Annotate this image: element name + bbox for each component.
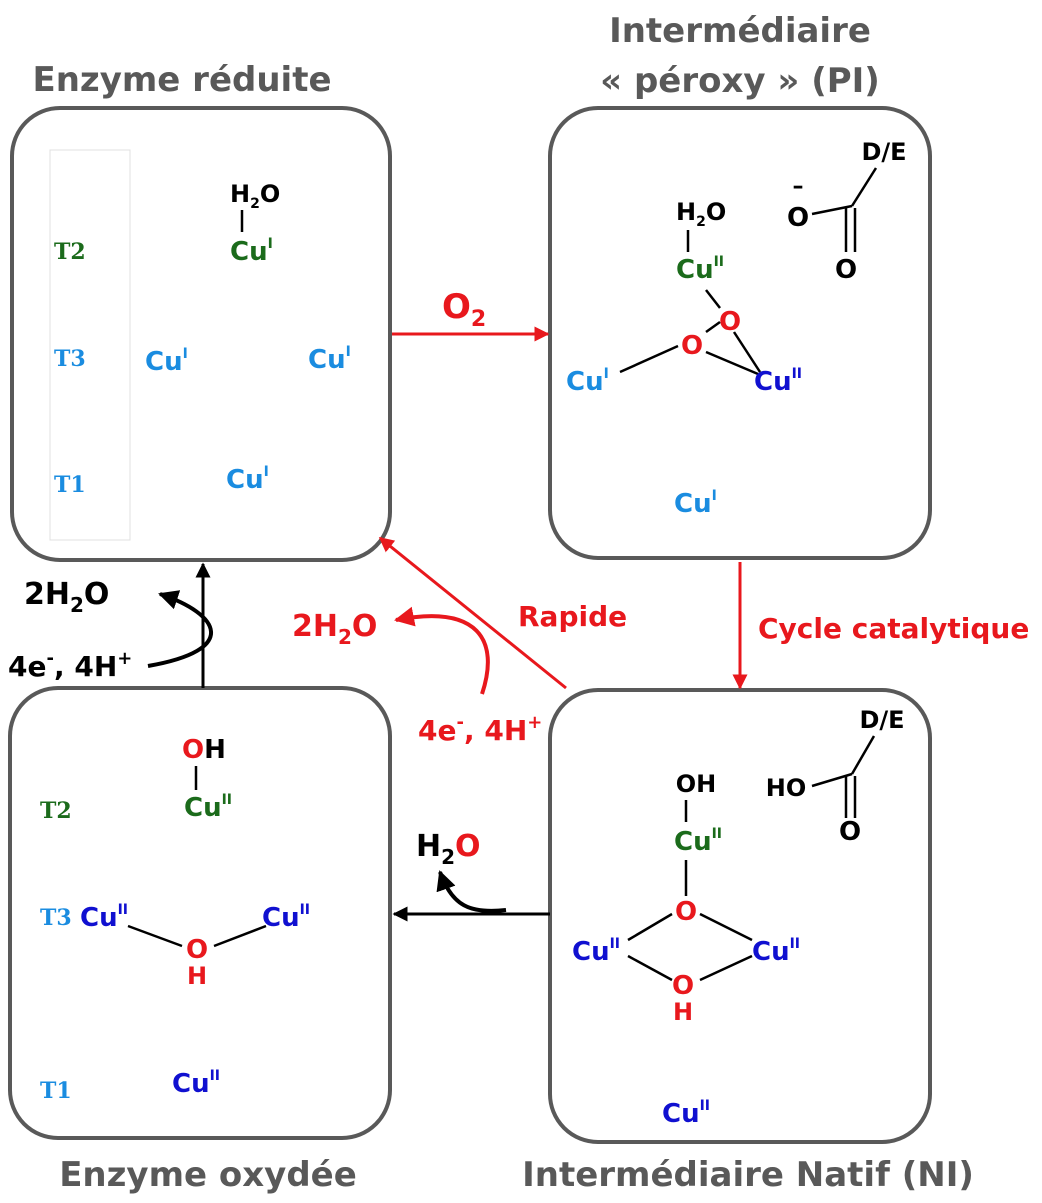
cu-t2-oxidized: CuII	[184, 792, 232, 823]
box-peroxy-intermediate	[548, 106, 932, 560]
cu-t3b-reduced: CuI	[308, 344, 351, 375]
title-oxidized-enzyme: Enzyme oxydée	[59, 1155, 357, 1195]
bond-o-top-cu-t3b-native	[699, 912, 753, 942]
bond-o-bottom-cu-t3b-native	[699, 954, 753, 982]
title-peroxy-line1: Intermédiaire	[609, 11, 871, 51]
bond-cu-t3a-o-bottom-native	[627, 954, 673, 982]
arrow-rapid-reduction	[378, 536, 567, 690]
label-t2-oxidized: T2	[40, 798, 72, 824]
carboxylate-o-minus-peroxy: O	[787, 203, 809, 233]
bridge-o-oxidized: O	[186, 935, 208, 965]
title-peroxy-line2: « péroxy » (PI)	[600, 61, 880, 101]
cu-t3b-peroxy: CuII	[754, 366, 802, 397]
bridge-h-oxidized: H	[187, 962, 207, 990]
carboxyl-o-native: O	[839, 817, 861, 847]
label-t3-oxidized: T3	[40, 905, 72, 931]
oxygen-bridge-bottom-native: O	[672, 971, 694, 1001]
cu-t3b-oxidized: CuII	[262, 902, 310, 933]
label-cycle-catalytique: Cycle catalytique	[758, 612, 1029, 645]
cu-t2-native: CuII	[674, 826, 722, 857]
site-label-column	[49, 149, 131, 541]
cu-t3a-oxidized: CuII	[80, 902, 128, 933]
label-t1-oxidized: T1	[40, 1078, 72, 1104]
label-electrons-protons-slow: 4e-, 4H+	[8, 648, 132, 683]
label-electrons-protons-rapid: 4e-, 4H+	[418, 712, 542, 747]
oxygen-upper-peroxy: O	[719, 307, 741, 337]
cu-t1-oxidized: CuII	[172, 1068, 220, 1099]
cu-t3a-peroxy: CuI	[566, 366, 609, 397]
oxygen-lower-peroxy: O	[681, 331, 703, 361]
label-2h2o-slow: 2H2O	[24, 577, 109, 617]
bond-o-o-peroxy	[705, 320, 721, 334]
residue-de-peroxy: D/E	[861, 138, 906, 166]
bond-cu-t3a-oh-oxidized	[127, 924, 183, 948]
label-o2: O2	[442, 287, 486, 332]
box-native-intermediate	[548, 688, 932, 1144]
oxygen-bridge-top-native: O	[675, 897, 697, 927]
hydroxyl-o-t2-oxidized: OH	[182, 735, 226, 765]
label-h2o-native: H2O	[416, 829, 481, 869]
label-t1-reduced: T1	[54, 472, 86, 498]
bond-cu-t3a-o-peroxy	[619, 344, 679, 374]
bond-cu-t2-o-peroxy	[705, 289, 721, 309]
arrow-water-release-rapid	[394, 606, 490, 695]
arrow-water-release-native	[436, 870, 507, 913]
carboxylate-o-peroxy: O	[835, 255, 857, 285]
label-t2-reduced: T2	[54, 239, 86, 265]
cu-t1-reduced: CuI	[226, 464, 269, 495]
bond-cu-t3a-o-top-native	[627, 912, 673, 942]
box-reduced-enzyme	[10, 106, 392, 562]
cu-t1-native: CuII	[662, 1098, 710, 1129]
bond-c-residue-peroxy	[850, 167, 878, 207]
carboxyl-ho-native: HO	[766, 774, 807, 802]
hydrogen-bridge-bottom-native: H	[673, 998, 693, 1026]
cu-t2-reduced: CuI	[230, 236, 273, 267]
cu-t3a-reduced: CuI	[145, 346, 188, 377]
cu-t3b-native: CuII	[752, 936, 800, 967]
cu-t1-peroxy: CuI	[674, 488, 717, 519]
arrow-water-release-slow	[147, 590, 213, 668]
bond-oh-cu-t3b-oxidized	[213, 924, 267, 948]
label-t3-reduced: T3	[54, 346, 86, 372]
residue-de-native: D/E	[859, 706, 904, 734]
bond-o2-cu-t3b-peroxy	[705, 350, 759, 376]
label-rapide: Rapide	[518, 600, 627, 633]
bond-ominus-c-peroxy	[811, 204, 853, 216]
cu-t3a-native: CuII	[572, 936, 620, 967]
hydroxyl-t2-native: OH	[676, 770, 717, 798]
water-ligand-peroxy: H2O	[676, 198, 726, 230]
title-reduced-enzyme: Enzyme réduite	[32, 60, 331, 100]
carboxylate-charge-peroxy: –	[793, 174, 804, 199]
label-2h2o-rapid: 2H2O	[292, 609, 377, 649]
box-oxidized-enzyme	[8, 686, 392, 1140]
water-ligand-reduced: H2O	[230, 180, 280, 212]
bond-o-cu-t3b-peroxy	[732, 331, 762, 373]
cu-t2-peroxy: CuII	[676, 254, 724, 285]
bond-c-residue-native	[850, 735, 876, 775]
title-native-intermediate: Intermédiaire Natif (NI)	[522, 1155, 974, 1195]
